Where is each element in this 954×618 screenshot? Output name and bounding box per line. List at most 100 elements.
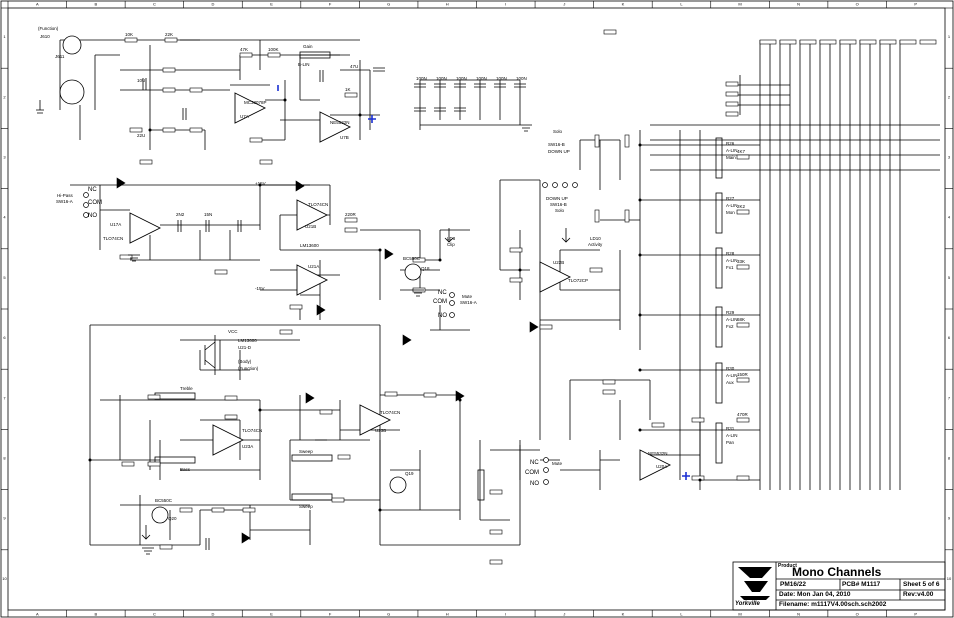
label-u20a: U20A [656,464,667,469]
label-pos-supply: +15V [255,181,266,186]
zone-col-label: I [505,2,506,7]
label-u7a-type: MC33078P [244,100,267,105]
label-send-2: R27 [726,196,735,201]
label-u17a-type: TLO74CN [103,236,123,241]
junction-dots [88,98,702,512]
label-cap-7: 10U [137,78,145,83]
label-u17a: U17A [110,222,121,227]
label-cap-8: 22U [137,133,145,138]
label-res-5: 1K [345,87,351,92]
label-hipass-nc: NC [88,187,97,193]
label-res-6: 220R [345,212,357,217]
label-input-function: (Function) [38,26,59,31]
label-mute: Mute [462,294,473,299]
label-send-5-name: Aux [726,380,735,385]
wiring [59,39,940,546]
zone-col-label: O [856,612,859,617]
zone-row-label: 8 [948,456,951,461]
label-u21a-type: TLO74CN [308,202,328,207]
label-mute2-nc: NC [530,460,539,466]
label-res-4: 100K [268,47,279,52]
label-sweep2: Sweep [299,504,313,509]
zone-row-label: 10 [2,576,7,581]
label-send-6-name: Pan [726,440,735,445]
zone-col-label: E [270,612,273,617]
label-q19: Q19 [405,471,414,476]
label-ic-note-4: (Function) [238,366,259,371]
polarity-marks [277,85,690,480]
label-cap-4: 100N [476,76,487,81]
label-send-5-pot: A-LIN [726,373,738,378]
label-send-1-pot: A-LIN [726,148,738,153]
zone-col-label: P [914,2,917,7]
label-hipass-com: COM [88,200,102,206]
label-u23b: U23B [375,428,386,433]
label-q-bc550c: BC550C [403,256,421,261]
label-u20a-type: NE5532N [648,451,668,456]
label-ic-note-3: (Body) [238,359,252,364]
zone-col-label: B [95,612,98,617]
transistors [59,35,422,524]
label-mute2: Mute [552,461,563,466]
label-clip: Clip [447,242,455,247]
label-q18: Q18 [421,266,430,271]
zone-row-label: 7 [3,395,6,400]
title-block-frame [732,561,946,611]
title-logo-text: Yorkville [735,601,760,607]
title-product-label: Product [778,563,797,569]
label-send-6-pot: A-LIN [726,433,738,438]
diodes [116,177,539,544]
zone-col-label: E [270,2,273,7]
title-pcb: PCB# M1117 [842,581,881,588]
label-xlr: J610 [40,34,50,39]
label-cap-10: 2N2 [176,212,185,217]
label-res-10: 68K [737,317,745,322]
zone-col-label: B [95,2,98,7]
label-cap-9: 47U [350,64,358,69]
label-activity-led: LD10 [590,236,601,241]
label-u7b-type: NE5532N [330,120,350,125]
label-solo-dir: DOWN UP [548,149,570,154]
label-send-1: R26 [726,141,735,146]
label-solo: Solo [553,129,563,134]
label-u7b: U7B [340,135,349,140]
zone-col-label: G [387,2,390,7]
title-model: PM16/22 [780,581,807,588]
zone-row-label: 1 [948,34,951,39]
zone-col-label: J [563,612,565,617]
zone-row-label: 5 [3,275,6,280]
zone-col-label: H [446,612,449,617]
title-product: Mono Channels [792,565,882,579]
label-u22b-type: TLO72CP [568,278,588,283]
label-send-4: R29 [726,310,735,315]
label-q-bc550c-2: BC550C [155,498,173,503]
title-rev: Rev:v4.00 [903,591,934,598]
zone-row-label: 6 [3,335,6,340]
label-res-9: 33K [737,259,745,264]
zone-row-label: 1 [3,34,6,39]
label-cap-5: 100N [496,76,507,81]
title-sheet: Sheet 5 of 6 [903,581,940,588]
label-u23a-type: TLO74CN [242,428,262,433]
title-filename: Filename: m1117V4.00sch.sch2002 [779,601,887,608]
label-send-4-pot: A-LIN [726,317,738,322]
label-hipass: Hi-Pass [57,193,74,198]
label-solo-switch: SW16-B [548,142,565,147]
zone-col-label: K [622,612,625,617]
label-send-3-pot: A-LIN [726,258,738,263]
zone-col-label: N [797,612,800,617]
zone-col-label: D [212,612,215,617]
label-mute-nc: NC [438,290,447,296]
zone-col-label: J [563,2,565,7]
label-res-8: 2K2 [737,204,746,209]
zone-col-label: F [329,2,332,7]
zone-row-label: 9 [3,516,6,521]
label-u23b-type: TLO74CN [380,410,400,415]
switch-contacts [83,182,578,485]
zone-col-label: I [505,612,506,617]
label-send-1-name: Main [726,155,736,160]
label-gain-pot: B-LIN [298,62,310,67]
label-activity: Activity [588,242,603,247]
zone-col-label: C [153,2,156,7]
